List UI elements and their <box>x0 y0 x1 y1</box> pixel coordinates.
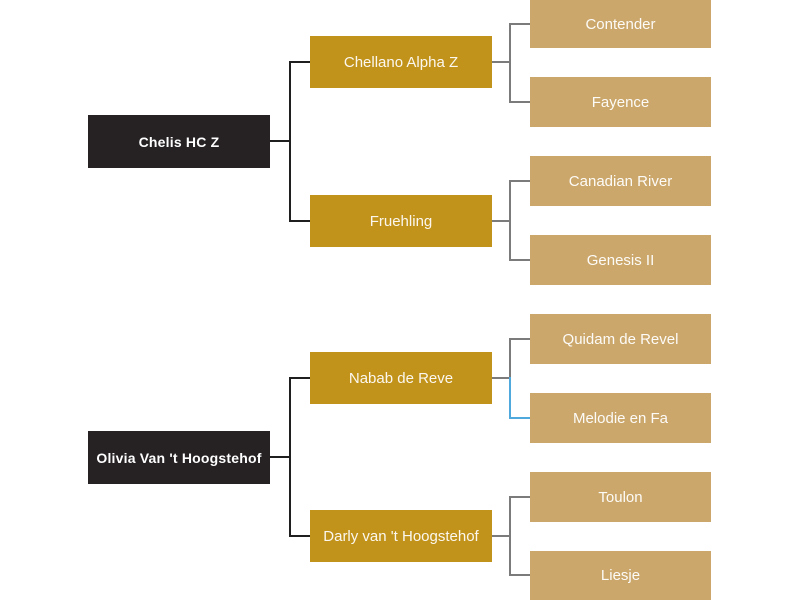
node-fruehling[interactable]: Fruehling <box>310 195 492 247</box>
connector-fruehling-vertical <box>509 180 511 261</box>
node-toulon[interactable]: Toulon <box>530 472 711 522</box>
node-melodie-en-fa[interactable]: Melodie en Fa <box>530 393 711 443</box>
node-chelis-hc-z[interactable]: Chelis HC Z <box>88 115 270 168</box>
node-contender[interactable]: Contender <box>530 0 711 48</box>
connector-chellano-vertical <box>509 23 511 103</box>
connector-chelis-stem <box>270 140 290 142</box>
node-liesje[interactable]: Liesje <box>530 551 711 600</box>
connector-chelis-vertical <box>289 61 291 222</box>
connector-nabab-stem <box>492 377 510 379</box>
highlighted-connector-to-melodie <box>509 417 530 419</box>
connector-to-nabab <box>289 377 310 379</box>
connector-to-liesje <box>509 574 530 576</box>
connector-chellano-stem <box>492 61 510 63</box>
connector-olivia-vertical <box>289 377 291 537</box>
highlighted-connector-vertical <box>509 377 511 419</box>
connector-to-chellano <box>289 61 310 63</box>
node-fayence[interactable]: Fayence <box>530 77 711 127</box>
connector-to-contender <box>509 23 530 25</box>
connector-to-toulon <box>509 496 530 498</box>
connector-to-canadian-river <box>509 180 530 182</box>
connector-to-quidam <box>509 338 530 340</box>
node-olivia-van-t-hoogstehof[interactable]: Olivia Van 't Hoogstehof <box>88 431 270 484</box>
node-chellano-alpha-z[interactable]: Chellano Alpha Z <box>310 36 492 88</box>
node-canadian-river[interactable]: Canadian River <box>530 156 711 206</box>
connector-darly-vertical <box>509 496 511 576</box>
node-quidam-de-revel[interactable]: Quidam de Revel <box>530 314 711 364</box>
connector-to-darly <box>289 535 310 537</box>
node-darly-van-t-hoogstehof[interactable]: Darly van 't Hoogstehof <box>310 510 492 562</box>
connector-fruehling-stem <box>492 220 510 222</box>
node-nabab-de-reve[interactable]: Nabab de Reve <box>310 352 492 404</box>
node-genesis-ii[interactable]: Genesis II <box>530 235 711 285</box>
connector-olivia-stem <box>270 456 290 458</box>
connector-to-genesis-ii <box>509 259 530 261</box>
connector-to-fruehling <box>289 220 310 222</box>
connector-nabab-vertical-upper <box>509 338 511 379</box>
connector-darly-stem <box>492 535 510 537</box>
connector-to-fayence <box>509 101 530 103</box>
